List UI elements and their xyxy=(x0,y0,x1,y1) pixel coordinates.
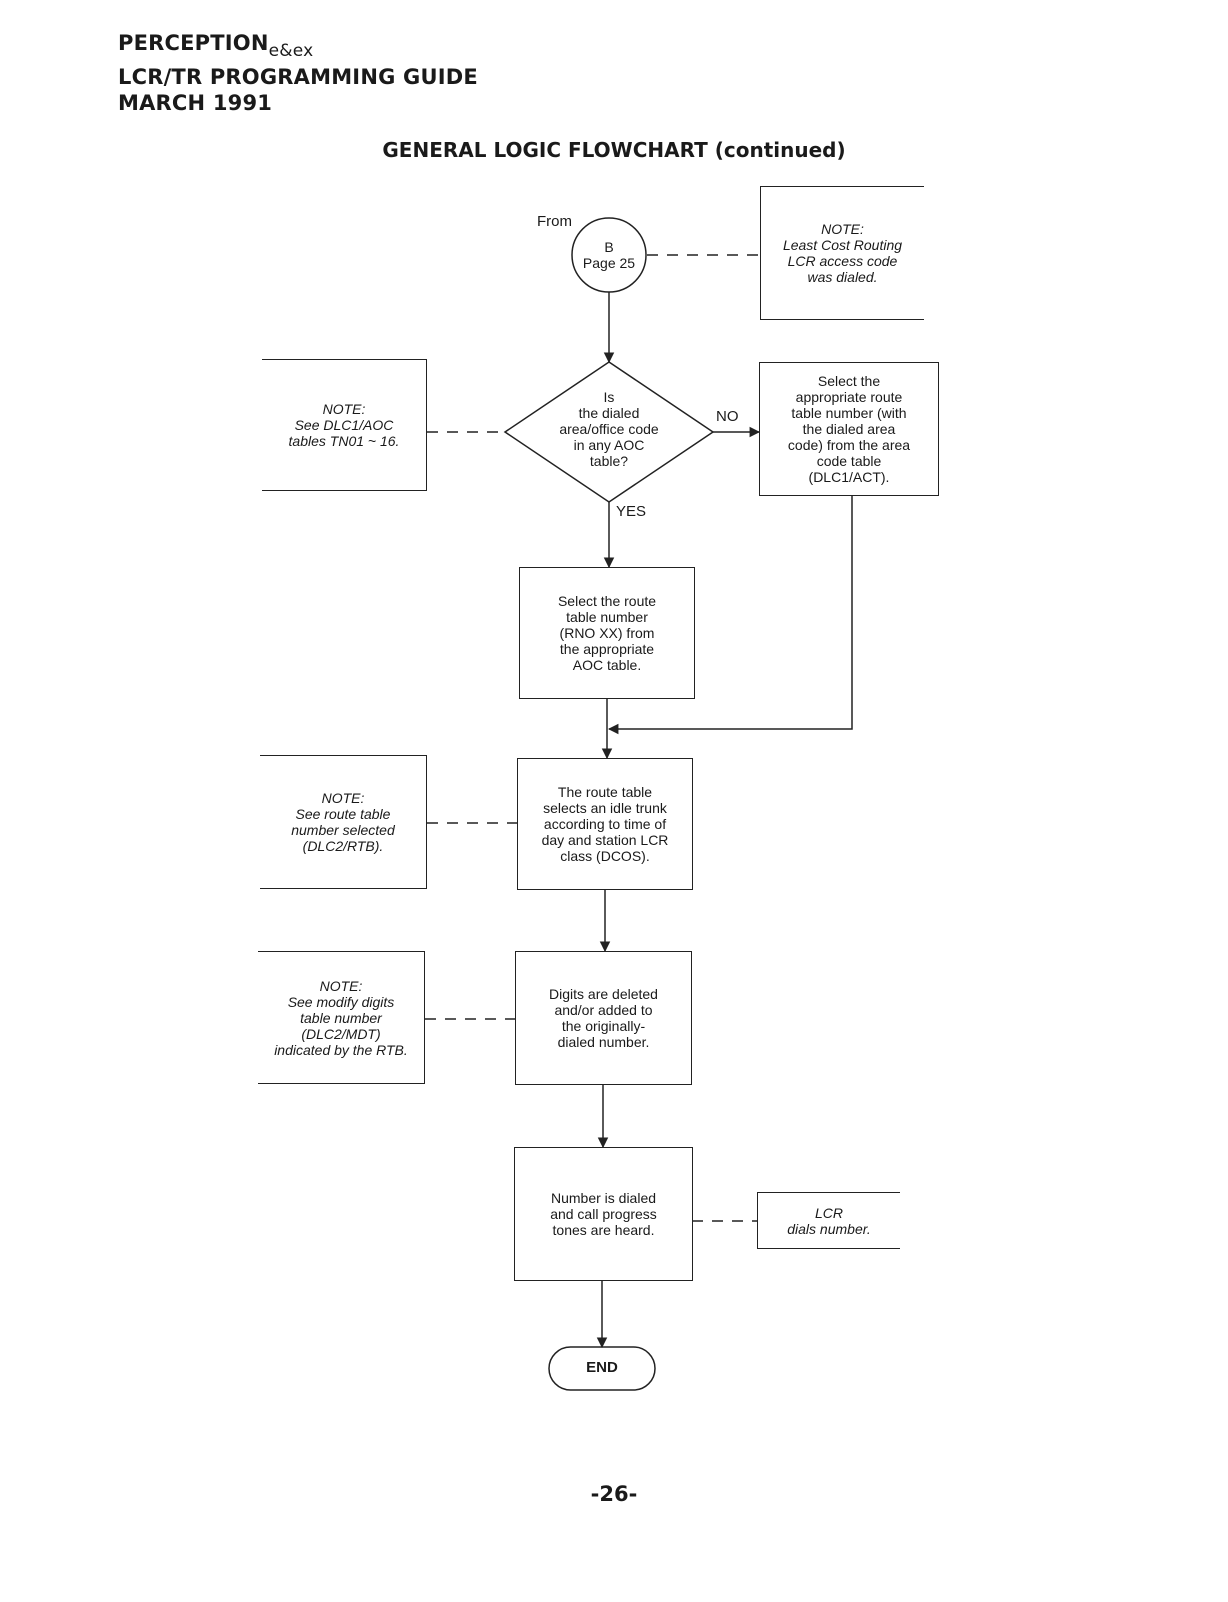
box-area-code-table: Select the appropriate route table numbe… xyxy=(759,362,939,496)
decision-yes-label: YES xyxy=(616,503,647,520)
header-product: PERCEPTIONe&ex xyxy=(118,31,314,61)
header-date: MARCH 1991 xyxy=(118,91,273,115)
end-terminator xyxy=(548,1346,656,1391)
connector-reference: B Page 25 xyxy=(582,239,636,271)
end-label: END xyxy=(586,1359,618,1376)
flow-line-area-return xyxy=(607,496,853,735)
header-product-suffix: e&ex xyxy=(268,41,314,61)
note-route-table: NOTE: See route table number selected (D… xyxy=(260,755,427,889)
note-access-code: NOTE: Least Cost Routing LCR access code… xyxy=(760,186,924,320)
header-guide-title: LCR/TR PROGRAMMING GUIDE xyxy=(118,65,478,89)
connector-from-label: From xyxy=(537,213,572,230)
page-number: -26- xyxy=(590,1482,638,1506)
box-idle-trunk: The route table selects an idle trunk ac… xyxy=(517,758,693,890)
document-header: PERCEPTIONe&ex LCR/TR PROGRAMMING GUIDE … xyxy=(118,30,478,116)
note-aoc-tables: NOTE: See DLC1/AOC tables TN01 ~ 16. xyxy=(262,359,427,491)
box-digits: Digits are deleted and/or added to the o… xyxy=(515,951,692,1085)
flowchart-title: GENERAL LOGIC FLOWCHART (continued) xyxy=(382,138,846,162)
note-lcr-dials: LCR dials number. xyxy=(757,1192,900,1249)
decision-text: Is the dialed area/office code in any AO… xyxy=(559,389,659,469)
box-aoc-route-table: Select the route table number (RNO XX) f… xyxy=(519,567,695,699)
note-modify-digits: NOTE: See modify digits table number (DL… xyxy=(258,951,425,1084)
decision-no-label: NO xyxy=(716,408,739,425)
box-number-dialed: Number is dialed and call progress tones… xyxy=(514,1147,693,1281)
